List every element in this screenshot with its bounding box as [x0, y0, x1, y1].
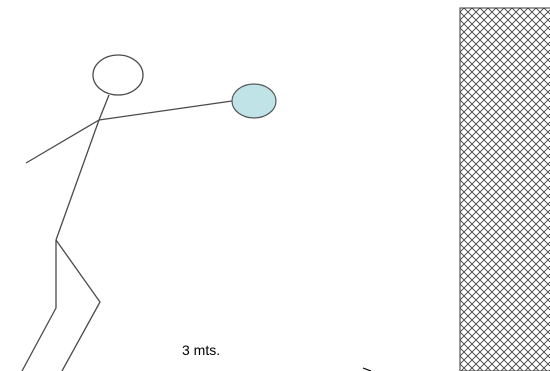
- distance-label: 3 mts.: [182, 342, 221, 358]
- figure-front-leg: [55, 239, 101, 371]
- figure-torso: [55, 119, 100, 241]
- figure-neck: [98, 94, 110, 121]
- stick-figure-icon: [21, 54, 233, 371]
- ball-icon: [231, 83, 277, 119]
- figure-back-arm: [25, 119, 100, 164]
- wall-icon: [459, 7, 550, 371]
- figure-back-leg: [21, 240, 57, 371]
- figure-head: [92, 54, 144, 96]
- figure-throwing-arm: [98, 100, 233, 121]
